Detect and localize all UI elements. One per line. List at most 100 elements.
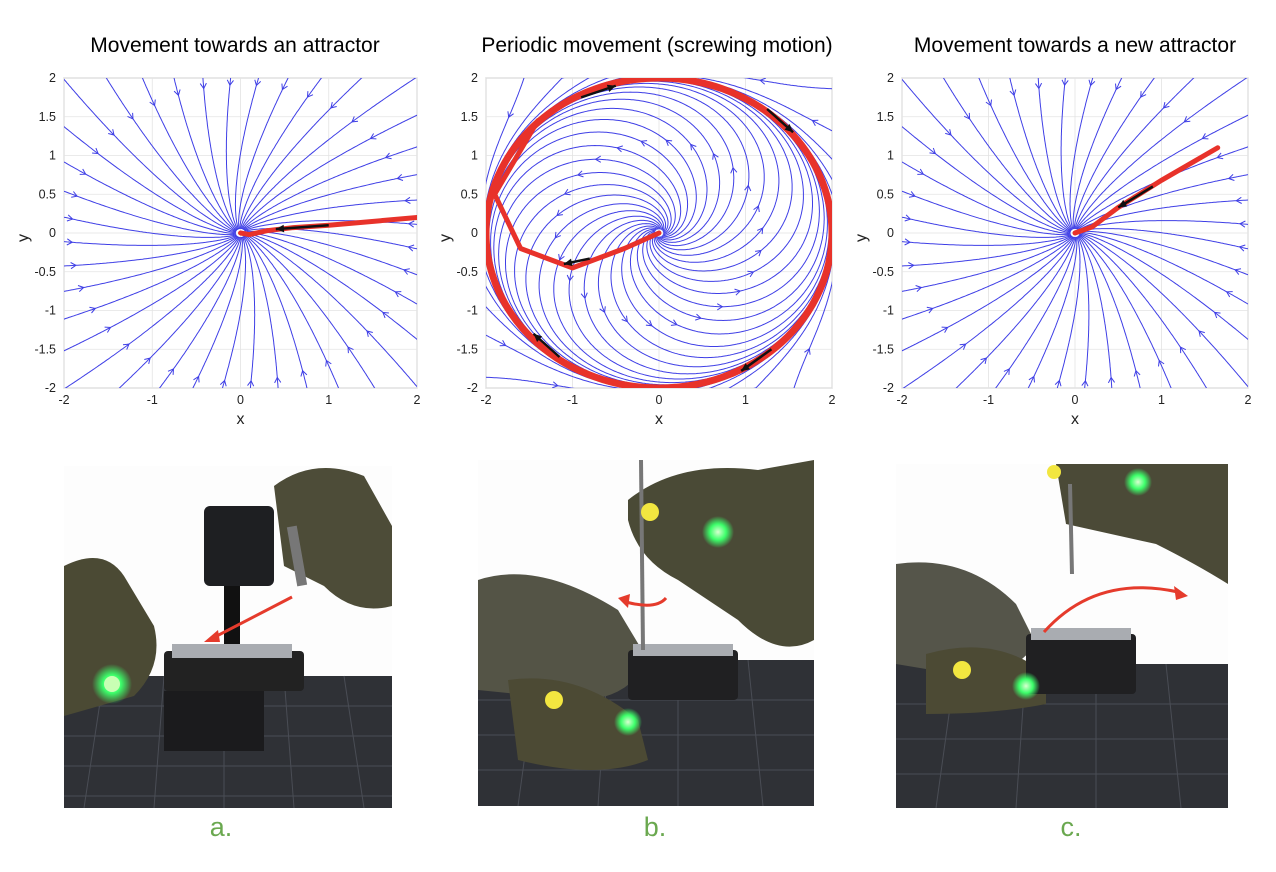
streamline-arrow (1183, 116, 1191, 123)
streamline-arrow (173, 89, 181, 97)
streamline-arrow (199, 82, 207, 90)
streamline-arrow (734, 288, 742, 296)
direction-arrowhead (563, 258, 573, 267)
streamline (64, 236, 239, 320)
streamline-arrow (347, 346, 354, 354)
right-glove (628, 460, 814, 647)
streamline (225, 78, 239, 230)
streamline (1079, 231, 1248, 305)
x-axis-label: x (237, 411, 245, 428)
streamline-arrow (193, 375, 200, 383)
streamline (646, 106, 813, 294)
streamline-arrow (281, 83, 288, 91)
x-tick-label: -2 (896, 393, 907, 407)
streamline-arrow (804, 347, 811, 355)
streamline-arrow (580, 292, 588, 300)
streamline (486, 270, 513, 319)
streamline (118, 237, 241, 388)
streamline-arrow (645, 320, 653, 327)
streamline (1078, 220, 1248, 232)
x-tick-label: 0 (1072, 393, 1079, 407)
y-tick-label: -0.5 (456, 265, 478, 279)
streamline-arrow (665, 139, 673, 146)
streamline (240, 78, 363, 229)
streamline (637, 80, 780, 263)
streamline (1072, 78, 1123, 230)
streamline (505, 172, 672, 360)
photo-a (64, 466, 392, 808)
streamline (244, 234, 340, 388)
streamline-arrow (1003, 368, 1010, 375)
streamline (242, 174, 417, 231)
streamline-arrow (640, 140, 648, 147)
streamline (642, 130, 820, 308)
direction-arrowhead (784, 123, 794, 133)
streamline-arrow (499, 340, 507, 347)
y-tick-label: 1.5 (461, 110, 478, 124)
x-tick-label: 0 (656, 393, 663, 407)
streamline-arrow (1201, 133, 1209, 140)
y-tick-label: -0.5 (34, 265, 56, 279)
motion-arrow (625, 596, 668, 607)
streamline-arrow (382, 311, 389, 319)
photo-c (896, 464, 1228, 808)
left-glove (478, 574, 648, 700)
y-tick-label: 0.5 (39, 187, 56, 201)
streamline-arrow (1162, 101, 1170, 109)
streamline-arrow (149, 99, 156, 107)
direction-arrowhead (275, 224, 285, 233)
streamline (242, 236, 256, 388)
streamline-arrow (1227, 174, 1235, 181)
y-tick-label: -2 (45, 381, 56, 395)
streamline (486, 78, 525, 269)
y-tick-label: 0 (471, 226, 478, 240)
streamline (173, 78, 238, 231)
x-tick-label: 2 (829, 393, 836, 407)
streamline (1037, 78, 1073, 231)
streamlines (64, 78, 417, 388)
streamline (708, 347, 780, 388)
streamline-arrow (945, 129, 952, 136)
streamline-arrow (396, 174, 404, 181)
streamline-arrow (556, 209, 563, 217)
streamline (234, 78, 260, 230)
streamline-arrow (616, 145, 623, 153)
y-tick-label: 0.5 (877, 187, 894, 201)
trajectory-line (492, 118, 662, 271)
caption-b: b. (643, 812, 667, 842)
streamline (1079, 233, 1208, 388)
streamline (590, 78, 832, 90)
x-tick-label: 1 (1158, 393, 1165, 407)
streamline (1079, 230, 1248, 276)
streamline-arrow (915, 285, 923, 292)
streamline-arrow (712, 152, 719, 160)
streamline (902, 236, 1075, 352)
direction-arrowhead (533, 333, 543, 343)
streamline (243, 199, 417, 231)
streamline (514, 184, 669, 377)
camera-body (204, 506, 274, 586)
streamline-arrow (554, 231, 561, 239)
streamline (597, 82, 765, 256)
trajectory (486, 78, 832, 388)
streamline (244, 233, 417, 388)
y-tick-label: 1 (887, 149, 894, 163)
caption-c: c. (1060, 812, 1082, 842)
streamline-arrow (917, 168, 925, 175)
streamline-arrow (811, 119, 819, 126)
streamline (1069, 78, 1094, 230)
streamline (583, 219, 788, 375)
streamline (1077, 235, 1113, 388)
streamline-arrow (325, 359, 332, 367)
y-tick-label: 0.5 (461, 187, 478, 201)
streamline-arrow (89, 306, 97, 314)
streamline (629, 195, 828, 335)
streamline (242, 146, 417, 230)
streamline-arrow (122, 343, 130, 350)
streamline-arrow (366, 330, 373, 337)
y-tick-label: -2 (883, 381, 894, 395)
streamline-arrow (926, 306, 934, 314)
streamline-arrow (908, 191, 916, 198)
direction-arrowhead (606, 84, 616, 92)
streamline (728, 304, 816, 388)
